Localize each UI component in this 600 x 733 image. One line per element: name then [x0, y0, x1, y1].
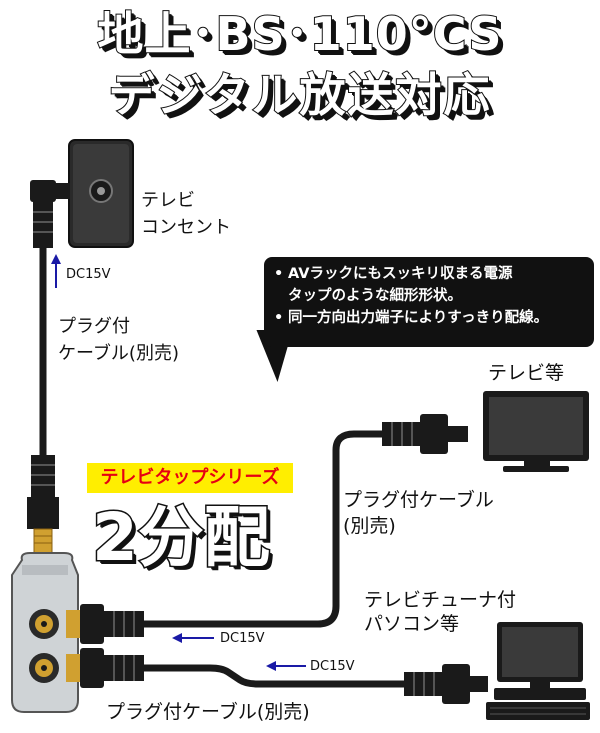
output-plug-1 [66, 604, 144, 644]
bullet-icon: • [274, 266, 284, 282]
plug-cable-label-vertical: プラグ付 ケーブル(別売) [58, 316, 179, 365]
outlet-label-l2: コンセント [141, 217, 231, 238]
title-line-1: 地上･BS･110°CS [97, 7, 503, 61]
output-plug-2 [66, 648, 144, 688]
outlet-plug [30, 180, 70, 248]
dc-label-bottom: DC15V [310, 659, 355, 674]
cable-to-pc [144, 664, 410, 688]
arrow-left-icon-mid [172, 633, 214, 643]
outlet-label: テレビ コンセント [141, 190, 231, 239]
dc-label-vertical: DC15V [66, 267, 111, 282]
splitter-device-icon [11, 552, 79, 713]
title-line-2: デジタル放送対応 [107, 67, 492, 123]
callout-item-1: •AVラックにもスッキリ収まる電源タップのような細形形状。 [274, 263, 584, 307]
series-badge: テレビタップシリーズ [87, 463, 293, 493]
tuner-pc-label: テレビチューナ付 パソコン等 [364, 589, 516, 635]
wall-outlet-icon [68, 139, 134, 248]
callout-text-2: 同一方向出力端子によりすっきり配線。 [288, 310, 549, 326]
plug-cable-label-mid-l2: (別売) [343, 515, 396, 537]
bullet-icon: • [274, 310, 284, 326]
product-name: 2分配 [91, 498, 272, 578]
pc-computer-icon [486, 622, 590, 720]
tv-monitor-icon [483, 391, 589, 472]
plug-cable-label-vertical-l2: ケーブル(別売) [58, 343, 179, 364]
arrow-up-icon [51, 254, 61, 288]
callout-item-2: •同一方向出力端子によりすっきり配線。 [274, 307, 584, 329]
plug-cable-label-vertical-l1: プラグ付 [58, 316, 130, 337]
tuner-pc-label-l2: パソコン等 [364, 613, 460, 635]
outlet-label-l1: テレビ [141, 190, 195, 211]
pc-plug [404, 664, 488, 704]
plug-cable-label-bottom: プラグ付ケーブル(別売) [106, 701, 310, 723]
tuner-pc-label-l1: テレビチューナ付 [364, 589, 517, 611]
plug-cable-label-mid: プラグ付ケーブル (別売) [343, 489, 494, 537]
callout-text-1-cont: タップのような細形形状。 [288, 288, 462, 304]
cable-to-tv [144, 430, 382, 628]
plug-cable-label-mid-l1: プラグ付ケーブル [343, 489, 494, 511]
callout-text-1: AVラックにもスッキリ収まる電源タップのような細形形状。 [274, 266, 512, 304]
dc-label-mid: DC15V [220, 631, 265, 646]
splitter-input-plug [27, 455, 59, 554]
feature-callout: •AVラックにもスッキリ収まる電源タップのような細形形状。 •同一方向出力端子に… [264, 257, 594, 347]
tv-plug [382, 414, 468, 454]
tv-label: テレビ等 [488, 362, 565, 384]
arrow-left-icon-bottom [266, 661, 306, 671]
